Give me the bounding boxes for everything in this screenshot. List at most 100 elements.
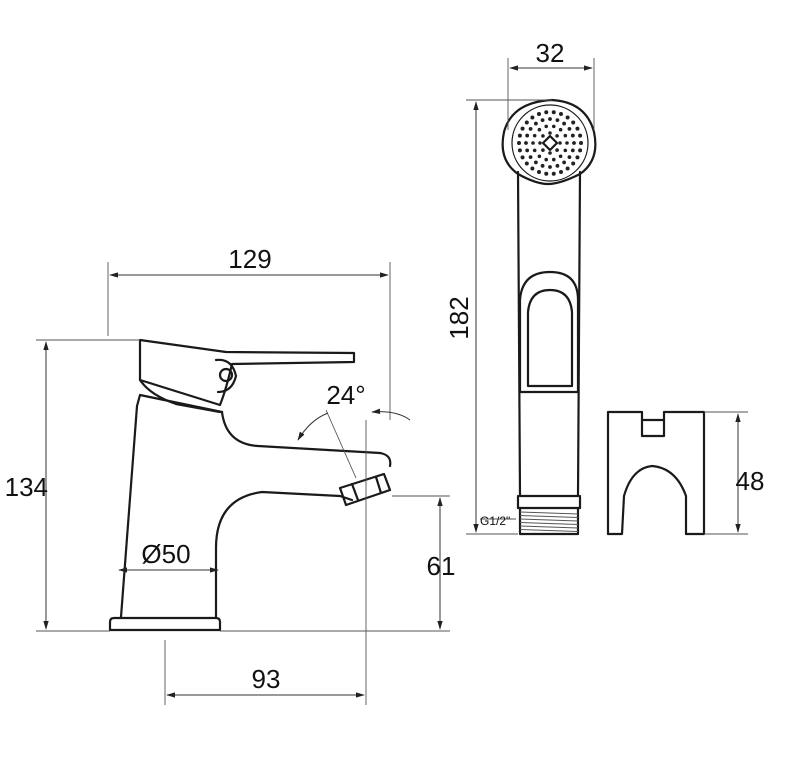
nozzle-dot (558, 141, 562, 145)
nozzle-dot (572, 141, 576, 145)
nozzle-dot (558, 127, 563, 132)
nozzle-dot (541, 134, 545, 138)
shower-length-label: 182 (444, 296, 474, 339)
nozzle-dot (555, 163, 560, 168)
nozzle-dot (571, 120, 576, 125)
nozzle-dot (551, 110, 556, 115)
nozzle-dot (524, 141, 528, 145)
faucet-spout (214, 490, 354, 619)
nozzle-dot (555, 148, 559, 152)
holder-drawing (606, 410, 706, 536)
holder-bracket (606, 410, 706, 536)
faucet-dimensions: 129 134 61 93 Ø50 24° (5, 244, 456, 705)
hand-shower-drawing (501, 98, 597, 536)
nozzle-dot (525, 148, 530, 153)
nozzle-dot (540, 118, 545, 123)
thread-line (519, 515, 579, 518)
thread-connector (516, 494, 582, 510)
faucet-base (108, 616, 222, 632)
faucet-body (119, 393, 142, 619)
faucet-drawing (108, 338, 392, 632)
nozzle-dot (524, 161, 529, 166)
nozzle-dot (531, 141, 535, 145)
aerator (338, 472, 392, 507)
nozzle-dot (524, 120, 529, 125)
nozzle-dot (528, 155, 533, 160)
nozzle-dot (551, 171, 556, 176)
holder-height-label: 48 (736, 466, 765, 496)
nozzle-dot (544, 124, 549, 129)
nozzle-dot (517, 148, 522, 153)
nozzle-dot (537, 127, 542, 132)
angle-label: 24° (326, 380, 365, 410)
width-label: 129 (228, 244, 271, 274)
nozzle-dot (537, 112, 542, 117)
nozzle-dot (520, 155, 525, 160)
nozzle-dot (532, 133, 537, 138)
nozzle-dot (575, 155, 580, 160)
nozzle-dot (571, 161, 576, 166)
nozzle-dot (575, 126, 580, 131)
nozzle-dot (558, 169, 563, 174)
nozzle-dot (570, 148, 575, 153)
thread-line (519, 529, 579, 532)
nozzle-dot (532, 148, 537, 153)
thread-line (519, 522, 579, 525)
spout-height-label: 61 (427, 551, 456, 581)
nozzle-dot (544, 110, 549, 115)
shower-width-label: 32 (536, 38, 565, 68)
nozzle-dot (525, 133, 530, 138)
thread-line (519, 525, 579, 529)
nozzle-dot (537, 169, 542, 174)
height-label: 134 (5, 472, 48, 502)
nozzle-dot (578, 133, 583, 138)
nozzle-dot (541, 148, 545, 152)
nozzle-dot (563, 133, 568, 138)
trigger-button (518, 270, 580, 394)
center-nozzle (541, 134, 559, 152)
nozzle-dot (544, 171, 549, 176)
thread-label: G1/2" (480, 514, 510, 528)
nozzle-dot (520, 126, 525, 131)
nozzle-dot (537, 154, 542, 159)
nozzle-dot (517, 133, 522, 138)
nozzle-dot (533, 121, 538, 126)
nozzle-dot (548, 131, 552, 135)
reach-label: 93 (252, 664, 281, 694)
nozzle-dot (548, 117, 552, 121)
nozzle-dot (565, 166, 570, 171)
nozzle-dot (558, 112, 563, 117)
thread-lines (519, 511, 579, 532)
nozzle-dot (567, 126, 572, 131)
nozzle-dot (551, 124, 556, 129)
nozzle-dot (555, 134, 559, 138)
nozzle-dot (530, 166, 535, 171)
nozzle-dot (540, 163, 545, 168)
nozzle-dot (530, 115, 535, 120)
lever-handle (138, 338, 356, 407)
nozzle-dot (551, 157, 556, 162)
nozzle-dot (538, 141, 542, 145)
nozzle-pattern (517, 110, 583, 176)
thread-line (519, 511, 579, 515)
nozzle-dot (565, 115, 570, 120)
nozzle-dot (570, 133, 575, 138)
nozzle-dot (579, 141, 583, 145)
nozzle-dot (562, 160, 567, 165)
nozzle-dot (517, 141, 521, 145)
nozzle-dot (562, 121, 567, 126)
nozzle-dot (528, 126, 533, 131)
nozzle-dot (544, 157, 549, 162)
nozzle-dot (563, 148, 568, 153)
thread-line (519, 518, 579, 522)
nozzle-dot (578, 148, 583, 153)
nozzle-dot (548, 151, 552, 155)
shower-dimensions: 32 182 G1/2" (444, 38, 595, 535)
nozzle-dot (565, 141, 569, 145)
shower-head (501, 98, 597, 186)
base-diameter-label: Ø50 (141, 539, 190, 569)
nozzle-dot (533, 160, 538, 165)
nozzle-dot (567, 155, 572, 160)
nozzle-dot (548, 165, 552, 169)
